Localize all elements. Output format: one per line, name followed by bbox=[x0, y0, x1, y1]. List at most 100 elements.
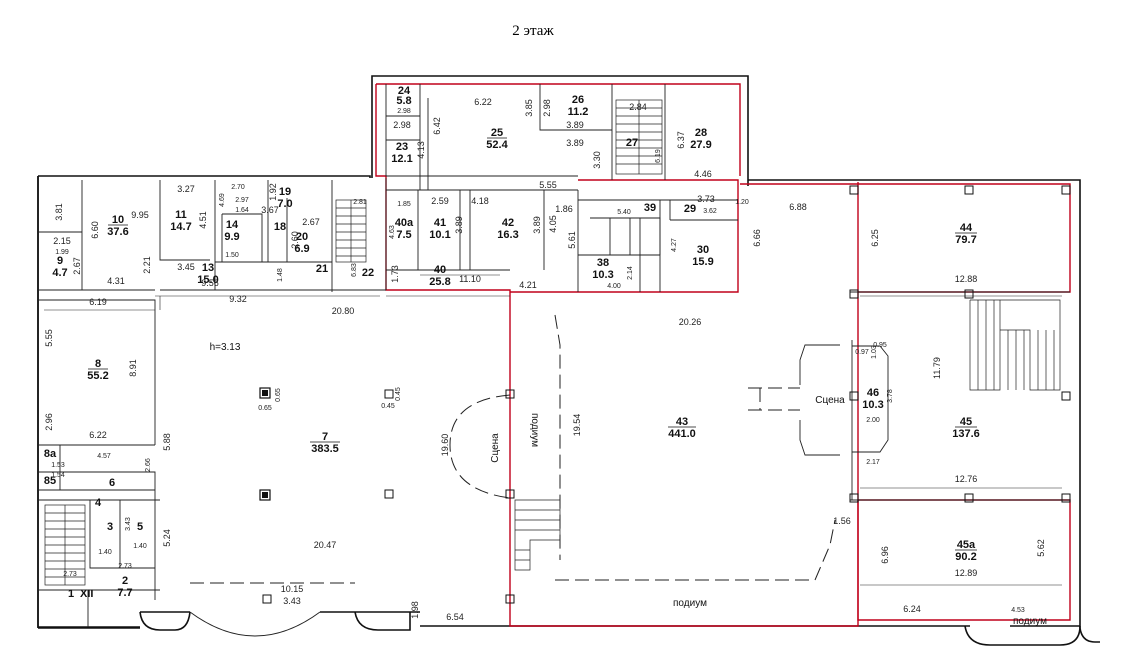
dimension: 8.91 bbox=[128, 359, 138, 377]
dimension: 6.66 bbox=[752, 229, 762, 247]
room-area: 7.5 bbox=[396, 229, 411, 241]
room-area: 10.1 bbox=[429, 229, 450, 241]
dimension: 2.73 bbox=[118, 563, 132, 570]
dimension: 1.53 bbox=[51, 462, 65, 469]
dimension: 0.45 bbox=[381, 403, 395, 410]
room-area: 37.6 bbox=[107, 226, 128, 238]
room-number: 21 bbox=[316, 263, 328, 275]
dimension: 19.60 bbox=[440, 434, 450, 457]
dimension: 19.54 bbox=[572, 414, 582, 437]
room-number: 43 bbox=[676, 416, 688, 428]
dimension: 1.92 bbox=[268, 183, 278, 201]
dimension: 3.45 bbox=[177, 262, 195, 272]
room-area: 137.6 bbox=[952, 428, 980, 440]
dimension: 3.89 bbox=[532, 216, 542, 234]
dimension: 4.31 bbox=[107, 276, 125, 286]
staircases bbox=[44, 99, 1061, 586]
dimension: 6.88 bbox=[789, 202, 807, 212]
dimension: 1.40 bbox=[98, 549, 112, 556]
room-number: 6 bbox=[109, 477, 115, 489]
dimension: 1.54 bbox=[51, 472, 65, 479]
room-area: 15.0 bbox=[197, 274, 218, 286]
room-number: 11 bbox=[175, 209, 187, 221]
dimension: 2.67 bbox=[302, 217, 320, 227]
room-labels: 1 XII 2 7.7 3 4 5 6 7 383.5 8 55.2 8а 85… bbox=[44, 85, 980, 600]
dimension: 2.66 bbox=[145, 458, 152, 472]
room-number: 7 bbox=[322, 431, 328, 443]
room-area: 27.9 bbox=[690, 139, 711, 151]
dimension: 2.21 bbox=[142, 256, 152, 274]
dimension: 3.43 bbox=[125, 517, 132, 531]
dimension: 1.50 bbox=[225, 252, 239, 259]
room-number: 46 bbox=[867, 387, 879, 399]
podium-label: подиум bbox=[673, 598, 707, 609]
dimension: 1.56 bbox=[833, 516, 851, 526]
dimension: 3.89 bbox=[566, 138, 584, 148]
room-number: 10 bbox=[112, 214, 124, 226]
room-number: 8 bbox=[95, 358, 101, 370]
dimension: 4.57 bbox=[97, 453, 111, 460]
dimension: 2.00 bbox=[866, 417, 880, 424]
dimension: 3.67 bbox=[261, 205, 279, 215]
dimension: 3.62 bbox=[703, 208, 717, 215]
room-area: XII bbox=[80, 588, 93, 600]
stage-label: Сцена bbox=[815, 395, 845, 406]
area-underlines bbox=[88, 137, 977, 551]
dimension: 12.76 bbox=[955, 474, 978, 484]
dimension: 5.88 bbox=[162, 433, 172, 451]
dimension: 20.80 bbox=[332, 306, 355, 316]
dimension: 2.17 bbox=[866, 459, 880, 466]
podium-label: подиум bbox=[529, 413, 540, 447]
dimension: 2.97 bbox=[235, 197, 249, 204]
room-number: 22 bbox=[362, 267, 374, 279]
dimension: 4.00 bbox=[607, 283, 621, 290]
dimension-lines bbox=[44, 274, 1062, 586]
dimension: 1.03 bbox=[871, 345, 878, 359]
dimension: 6.60 bbox=[90, 221, 100, 239]
dimension: 1.85 bbox=[397, 201, 411, 208]
dimension: 6.83 bbox=[351, 263, 358, 277]
room-area: 79.7 bbox=[955, 234, 976, 246]
dimension: 1.99 bbox=[55, 249, 69, 256]
room-number: 45 bbox=[960, 416, 972, 428]
room-number: 20 bbox=[296, 231, 308, 243]
dimension: 5.55 bbox=[44, 329, 54, 347]
dimension: 3.30 bbox=[592, 151, 602, 169]
room-number: 25 bbox=[491, 127, 503, 139]
dimension: 2.98 bbox=[393, 120, 411, 130]
dimension: 2.98 bbox=[542, 99, 552, 117]
room-area: 9.9 bbox=[224, 231, 239, 243]
dimension: 3.85 bbox=[524, 99, 534, 117]
room-area: 4.7 bbox=[52, 267, 67, 279]
room-number: 1 bbox=[68, 588, 74, 600]
dimension: 11.79 bbox=[932, 357, 942, 379]
room-area: 7.7 bbox=[117, 587, 132, 599]
room-number: 38 bbox=[597, 257, 609, 269]
dimension: 4.13 bbox=[416, 141, 426, 159]
dimension: 6.42 bbox=[432, 117, 442, 135]
dimension: 3.27 bbox=[177, 184, 195, 194]
room-number: 30 bbox=[697, 244, 709, 256]
dimension: 3.89 bbox=[566, 120, 584, 130]
room-area: 14.7 bbox=[170, 221, 191, 233]
podium-label: подиум bbox=[1013, 616, 1047, 627]
room-number: 44 bbox=[960, 222, 973, 234]
dimension: 9.56 bbox=[201, 278, 219, 288]
dimension: 6.54 bbox=[446, 612, 464, 622]
dimension: 5.55 bbox=[539, 180, 557, 190]
dimension: 3.73 bbox=[697, 194, 715, 204]
room-number: 29 bbox=[684, 203, 696, 215]
room-area: 15.9 bbox=[692, 256, 713, 268]
dimension: 6.19 bbox=[89, 297, 107, 307]
dimension: 1.40 bbox=[133, 543, 147, 550]
room-area: 52.4 bbox=[486, 139, 508, 151]
room-area: 11.2 bbox=[568, 106, 589, 118]
dimension: 0.45 bbox=[395, 387, 402, 401]
room-number: 28 bbox=[695, 127, 707, 139]
dimension: 4.18 bbox=[471, 196, 489, 206]
room-area: 90.2 bbox=[955, 551, 976, 563]
room-area: 55.2 bbox=[87, 370, 108, 382]
dimension: 4.53 bbox=[1011, 607, 1025, 614]
room-number: 3 bbox=[107, 521, 113, 533]
room-number: 45а bbox=[957, 539, 976, 551]
